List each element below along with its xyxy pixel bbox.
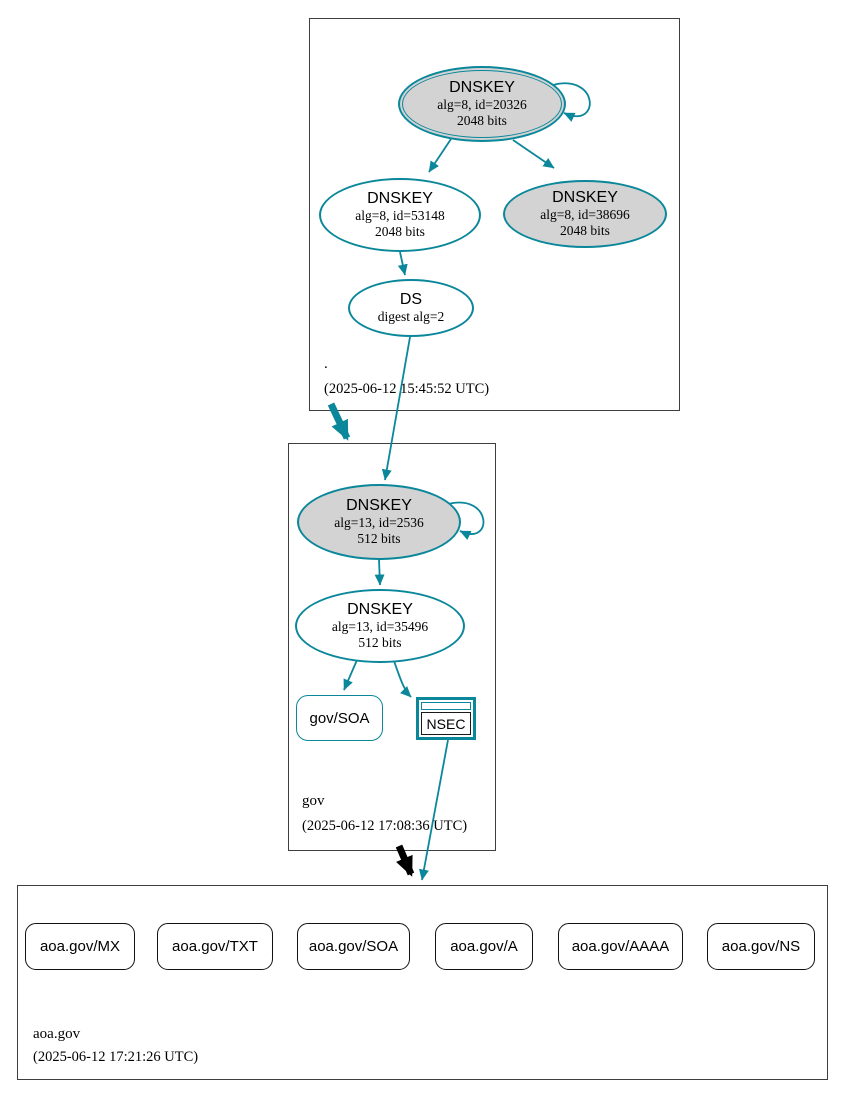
ds-alg: digest alg=2	[377, 309, 445, 324]
aoa-aaaa-rrset-node[interactable]: aoa.gov/AAAA	[558, 923, 683, 970]
aoa-zone-label: aoa.gov	[33, 1026, 81, 1042]
root-ksk-dnskey-node[interactable]: DNSKEY alg=8, id=20326 2048 bits	[398, 66, 566, 142]
edge-root-zsk-to-ds	[397, 251, 408, 276]
gov-zone-label: gov	[302, 793, 325, 809]
nsec-cell: NSEC	[421, 712, 471, 735]
dnskey-alg: alg=13, id=35496	[331, 619, 429, 634]
ds-title: DS	[399, 291, 423, 308]
aoa-zone-timestamp: (2025-06-12 17:21:26 UTC)	[33, 1049, 199, 1065]
zone-box-aoa-gov	[17, 885, 828, 1080]
rrset-label: aoa.gov/NS	[721, 938, 801, 955]
dnskey-title: DNSKEY	[346, 497, 412, 514]
root-zsk-dnskey-node[interactable]: DNSKEY alg=8, id=53148 2048 bits	[319, 178, 481, 252]
nsec-label: NSEC	[426, 715, 466, 732]
dnskey-bits: 2048 bits	[375, 224, 425, 239]
dnskey-alg: alg=8, id=38696	[540, 207, 630, 222]
aoa-ns-rrset-node[interactable]: aoa.gov/NS	[707, 923, 815, 970]
aoa-mx-rrset-node[interactable]: aoa.gov/MX	[25, 923, 135, 970]
edge-delegation-root-to-gov	[327, 402, 351, 441]
dnskey-alg: alg=8, id=53148	[355, 208, 445, 223]
aoa-txt-rrset-node[interactable]: aoa.gov/TXT	[157, 923, 273, 970]
nsec-header-strip	[421, 702, 471, 710]
dnskey-title: DNSKEY	[552, 189, 618, 206]
dnskey-title: DNSKEY	[449, 79, 515, 96]
rrset-label: gov/SOA	[309, 709, 370, 727]
rrset-label: aoa.gov/A	[450, 938, 518, 955]
edge-root-ksk-to-zsk	[428, 138, 452, 173]
root-zone-label: .	[324, 356, 328, 372]
aoa-soa-rrset-node[interactable]: aoa.gov/SOA	[297, 923, 410, 970]
dnskey-bits: 2048 bits	[560, 223, 610, 238]
dnskey-title: DNSKEY	[367, 190, 433, 207]
edge-gov-zsk-to-soa	[343, 659, 358, 691]
rrset-label: aoa.gov/AAAA	[571, 938, 670, 955]
gov-soa-rrset-node[interactable]: gov/SOA	[296, 695, 383, 741]
rrset-label: aoa.gov/SOA	[308, 938, 399, 955]
root-zone-timestamp: (2025-06-12 15:45:52 UTC)	[324, 381, 490, 397]
gov-ksk-dnskey-node[interactable]: DNSKEY alg=13, id=2536 512 bits	[297, 484, 461, 560]
dnskey-bits: 2048 bits	[457, 113, 507, 128]
gov-zone-timestamp: (2025-06-12 17:08:36 UTC)	[302, 818, 468, 834]
edge-root-ksk-to-key38696	[512, 139, 555, 169]
edge-gov-ksk-selfsign	[447, 501, 485, 540]
aoa-a-rrset-node[interactable]: aoa.gov/A	[435, 923, 533, 970]
root-ds-node[interactable]: DS digest alg=2	[348, 279, 474, 337]
edge-root-ksk-selfsign	[552, 82, 591, 122]
gov-nsec-node[interactable]: NSEC	[416, 697, 476, 740]
edge-delegation-gov-to-aoa	[395, 844, 415, 877]
rrset-label: aoa.gov/TXT	[172, 938, 258, 955]
edge-gov-zsk-to-nsec	[393, 660, 412, 698]
edge-nsec-to-aoa	[419, 739, 449, 881]
dnskey-alg: alg=8, id=20326	[437, 97, 527, 112]
rrset-label: aoa.gov/MX	[39, 938, 121, 955]
root-dnskey-38696-node[interactable]: DNSKEY alg=8, id=38696 2048 bits	[503, 180, 667, 248]
edge-ds-to-gov-ksk	[381, 336, 411, 481]
dnskey-bits: 512 bits	[358, 635, 402, 650]
dnskey-bits: 512 bits	[357, 531, 401, 546]
dnskey-alg: alg=13, id=2536	[334, 515, 424, 530]
edge-gov-ksk-to-zsk	[374, 559, 385, 586]
gov-zsk-dnskey-node[interactable]: DNSKEY alg=13, id=35496 512 bits	[295, 589, 465, 663]
dnskey-title: DNSKEY	[347, 601, 413, 618]
